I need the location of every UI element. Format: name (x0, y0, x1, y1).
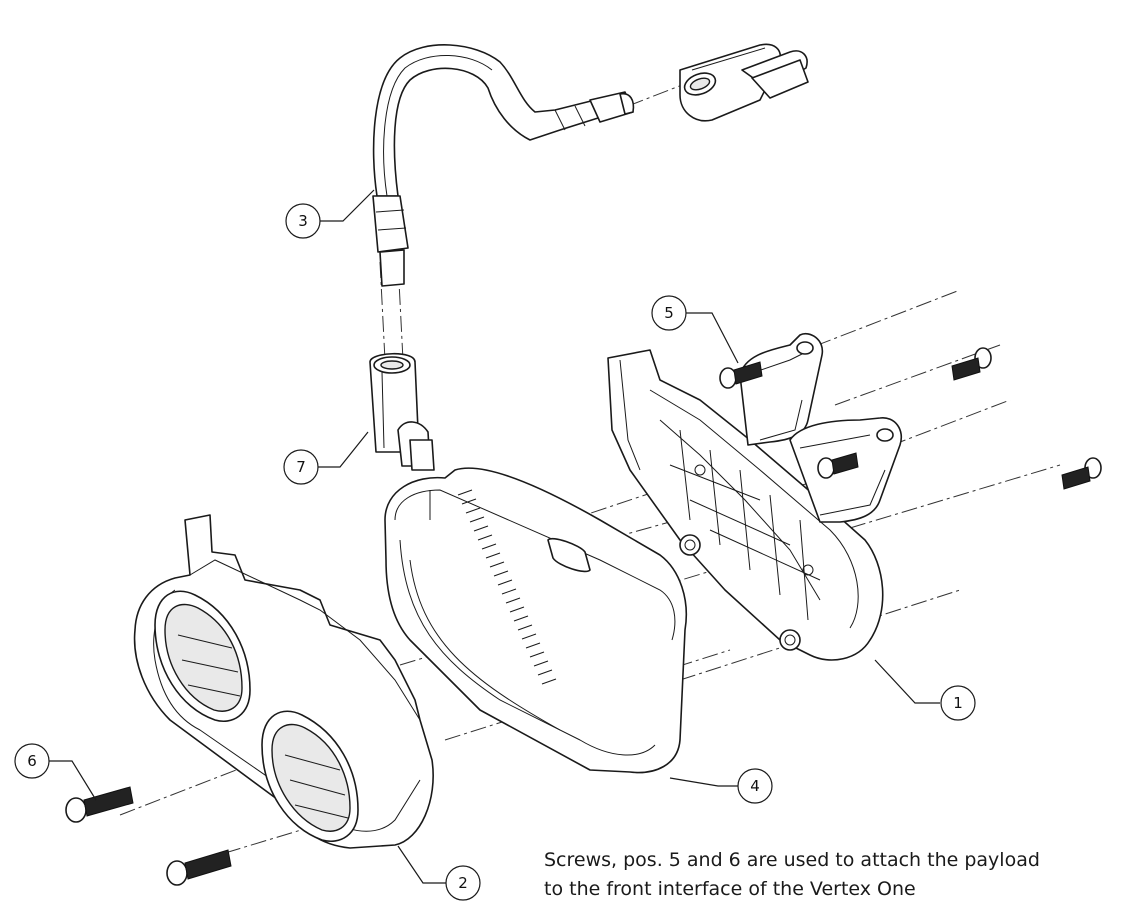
screw-bottom-left (166, 849, 232, 886)
balloon-7: 7 (283, 431, 369, 485)
usb-cable-part-3 (372, 44, 635, 287)
balloon-5: 5 (651, 295, 739, 364)
mounting-bracket-part-1 (607, 333, 902, 661)
note-line-1: Screws, pos. 5 and 6 are used to attach … (544, 849, 1040, 871)
screw-top-right (951, 347, 992, 381)
note-line-2: to the front interface of the Vertex One (544, 878, 916, 900)
screw-part-6 (65, 786, 134, 823)
svg-text:7: 7 (296, 458, 306, 476)
screw-part-5 (719, 361, 763, 389)
front-cover-part-2 (133, 514, 434, 849)
balloon-4: 4 (669, 768, 773, 804)
balloon-3: 3 (285, 189, 375, 239)
svg-text:6: 6 (27, 752, 37, 770)
svg-text:1: 1 (953, 694, 963, 712)
housing-vent-slots (457, 489, 557, 685)
svg-text:2: 2 (458, 874, 468, 892)
balloon-2: 2 (397, 845, 481, 901)
svg-text:5: 5 (664, 304, 674, 322)
balloon-6: 6 (14, 743, 97, 801)
screw-far-right (1061, 457, 1102, 490)
screw-middle (817, 452, 859, 479)
balloon-1: 1 (874, 659, 976, 721)
usb-c-adapter-part-7 (369, 352, 435, 471)
svg-text:4: 4 (750, 777, 760, 795)
assembly-note: Screws, pos. 5 and 6 are used to attach … (544, 846, 1124, 904)
usb-c-adapter-top (679, 43, 809, 122)
screws (65, 347, 1102, 886)
svg-text:3: 3 (298, 212, 308, 230)
main-housing-part-4 (384, 467, 688, 774)
